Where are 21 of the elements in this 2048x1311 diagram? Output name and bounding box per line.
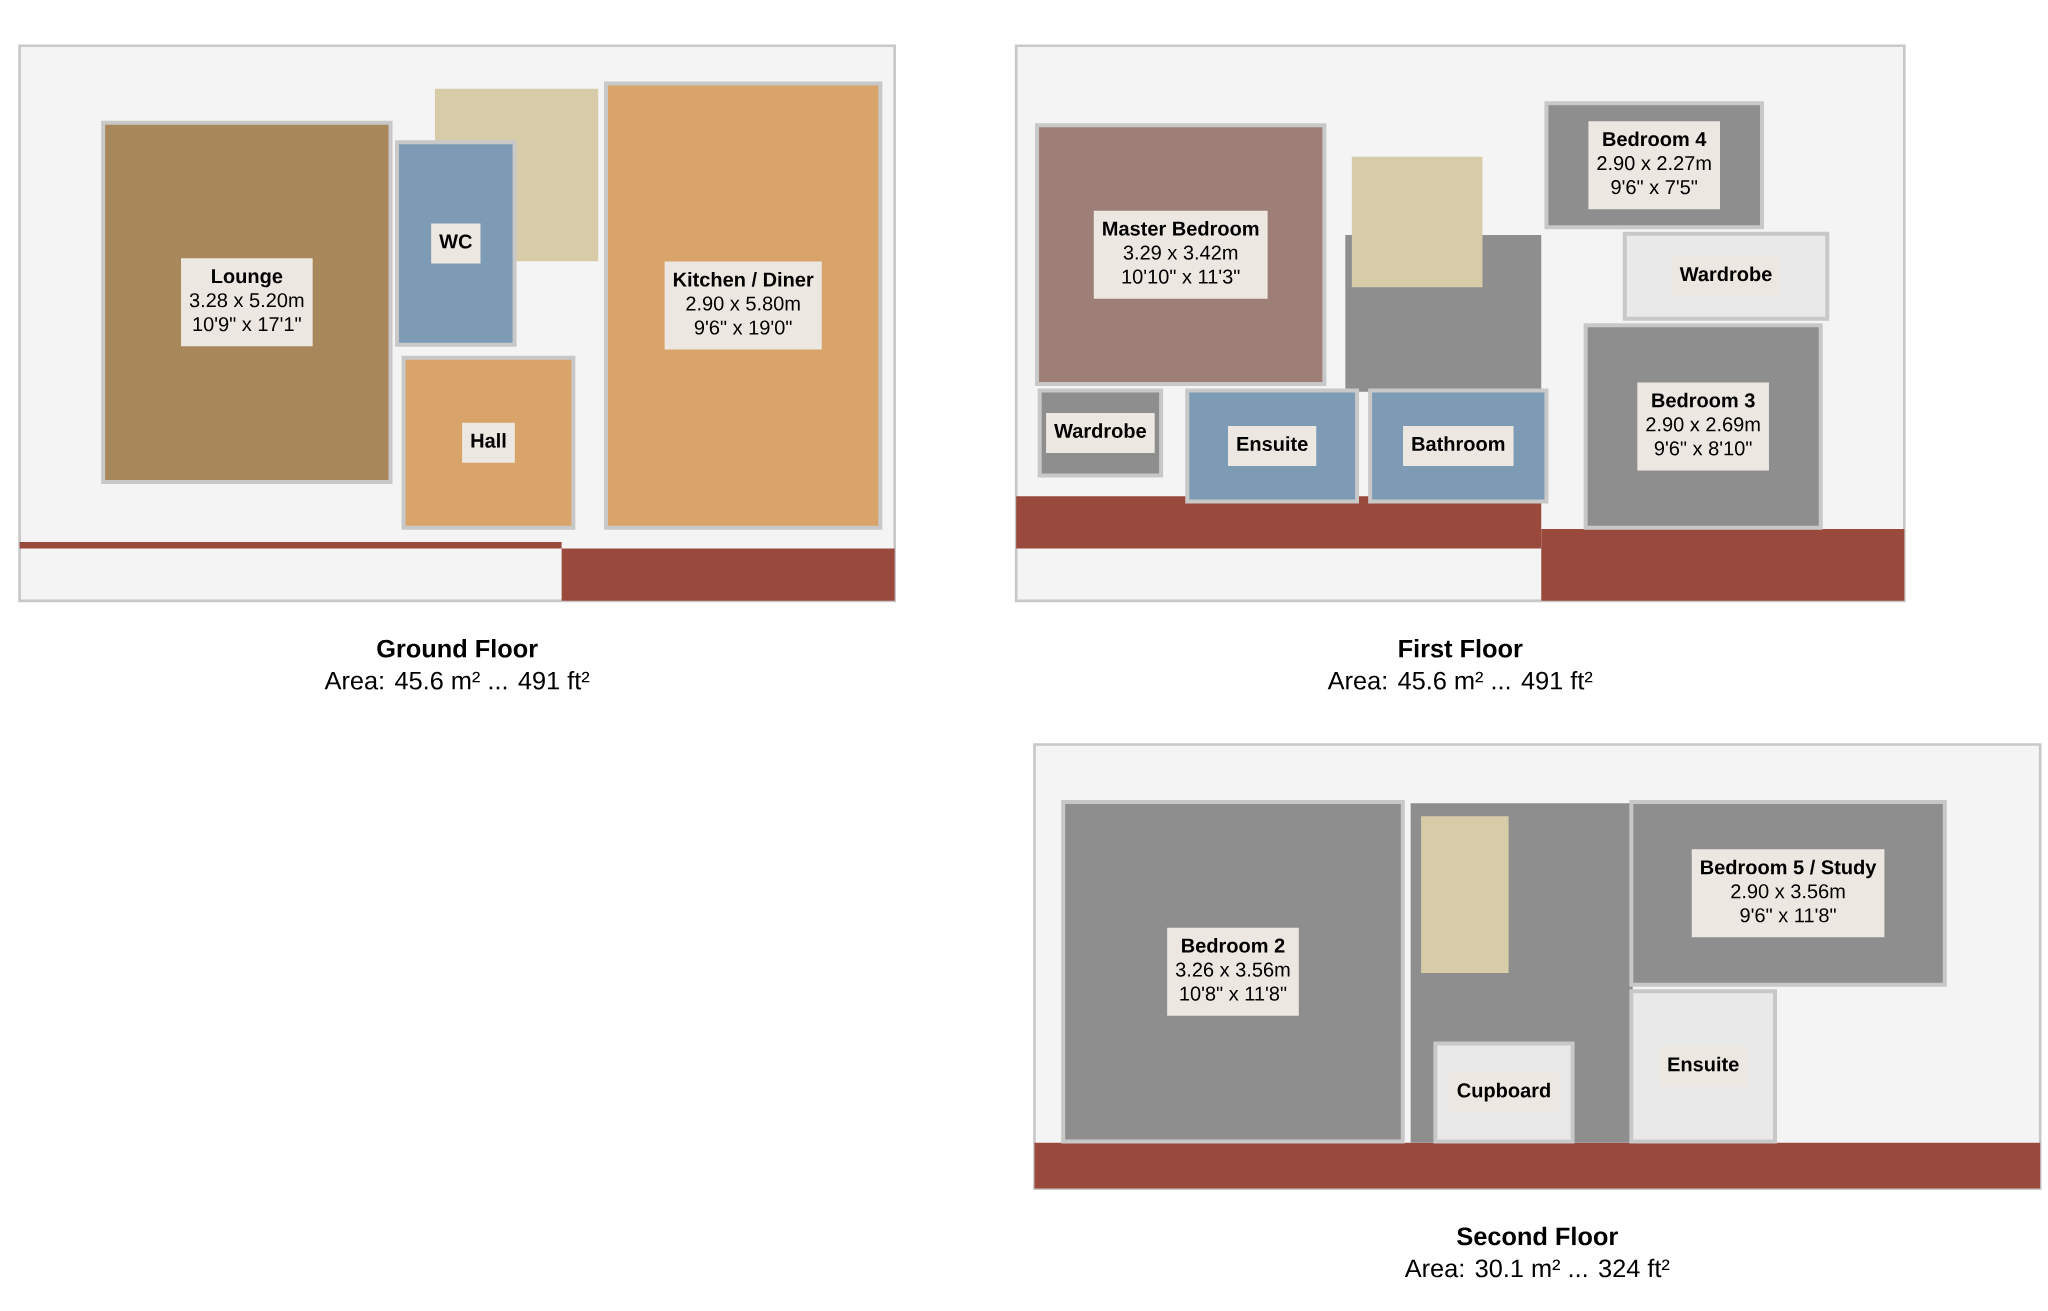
room: Lounge 3.28 x 5.20m 10'9" x 17'1": [101, 120, 393, 484]
room: Kitchen / Diner 2.90 x 5.80m 9'6" x 19'0": [604, 81, 883, 530]
room: Bathroom: [1368, 388, 1549, 504]
room: Ensuite: [1629, 989, 1778, 1144]
room: Wardrobe: [1622, 231, 1830, 321]
room: Bedroom 4 2.90 x 2.27m 9'6" x 7'5": [1544, 101, 1764, 230]
room: Wardrobe: [1037, 388, 1164, 478]
node-label: Area: 45.6 m² ... 491 ft²: [324, 670, 590, 690]
room: Bedroom 5 / Study 2.90 x 3.56m 9'6" x 11'8": [1629, 799, 1947, 987]
room: Hall: [401, 355, 576, 530]
room: Cupboard: [1433, 1041, 1575, 1144]
room: WC: [395, 140, 517, 347]
room: Bedroom 3 2.90 x 2.69m 9'6" x 8'10": [1583, 323, 1823, 530]
room: Master Bedroom 3.29 x 3.42m 10'10" x 11'3": [1035, 123, 1327, 386]
node-label: Second Floor: [1457, 1226, 1618, 1246]
room: Ensuite: [1185, 388, 1360, 504]
node-label: Area: 45.6 m² ... 491 ft²: [1327, 670, 1593, 690]
room: Bedroom 2 3.26 x 3.56m 10'8" x 11'8": [1061, 799, 1405, 1144]
node-label: First Floor: [1399, 638, 1523, 658]
node-label: Area: 30.1 m² ... 324 ft²: [1404, 1258, 1670, 1278]
node-label: Ground Floor: [377, 638, 538, 658]
